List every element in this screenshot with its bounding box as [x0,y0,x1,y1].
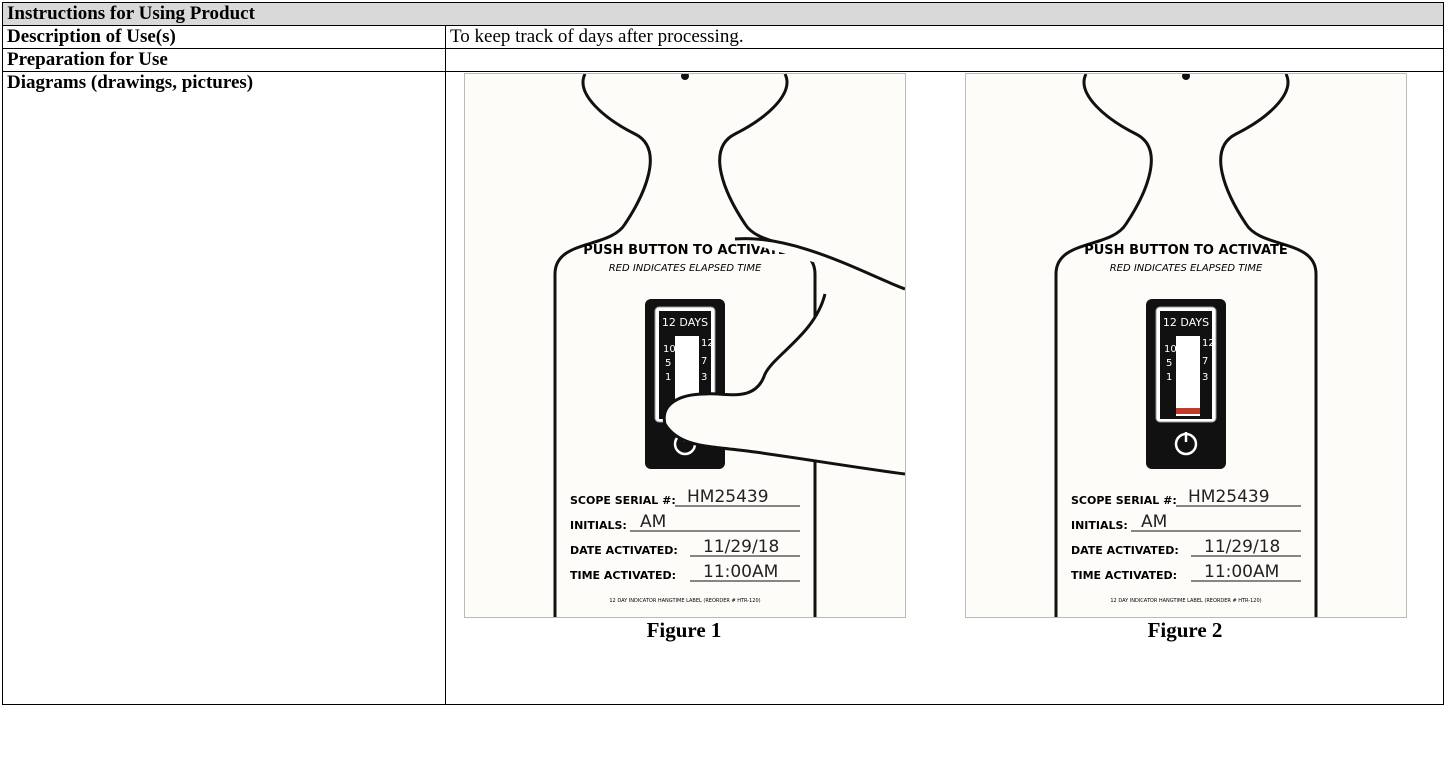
svg-text:11/29/18: 11/29/18 [703,537,779,557]
svg-text:DATE ACTIVATED:: DATE ACTIVATED: [1071,544,1179,557]
svg-text:AM: AM [640,512,666,532]
instructions-table: Instructions for Using Product Descripti… [2,2,1444,705]
figure-1-image: PUSH BUTTON TO ACTIVATE RED INDICATES EL… [464,73,906,618]
figure-1-window-title: 12 DAYS [662,316,708,329]
svg-text:10: 10 [663,344,676,355]
diagrams-label: Diagrams (drawings, pictures) [3,72,446,705]
preparation-value [446,49,1444,72]
svg-text:1: 1 [665,372,671,383]
preparation-label: Preparation for Use [3,49,446,72]
svg-text:3: 3 [1202,372,1208,383]
svg-text:12 DAY INDICATOR HANGTIME LABE: 12 DAY INDICATOR HANGTIME LABEL (REORDER… [1110,598,1261,604]
svg-text:HM25439: HM25439 [687,487,769,507]
svg-text:INITIALS:: INITIALS: [1071,519,1128,532]
figure-2-red-indicator [1176,408,1200,414]
figure-1-heading: PUSH BUTTON TO ACTIVATE [583,243,787,258]
svg-text:SCOPE SERIAL #:: SCOPE SERIAL #: [570,494,676,507]
svg-text:11:00AM: 11:00AM [1204,562,1279,582]
svg-text:AM: AM [1141,512,1167,532]
svg-text:7: 7 [1202,356,1208,367]
svg-text:5: 5 [665,358,671,369]
svg-text:1: 1 [1166,372,1172,383]
svg-text:HM25439: HM25439 [1188,487,1270,507]
figure-2-window-title: 12 DAYS [1163,316,1209,329]
figure-2-caption: Figure 2 [965,620,1405,641]
figure-2-heading: PUSH BUTTON TO ACTIVATE [1084,243,1288,258]
diagrams-cell: PUSH BUTTON TO ACTIVATE RED INDICATES EL… [446,72,1444,705]
svg-text:11:00AM: 11:00AM [703,562,778,582]
svg-text:12: 12 [701,338,714,349]
svg-text:5: 5 [1166,358,1172,369]
svg-text:3: 3 [701,372,707,383]
figure-1-caption: Figure 1 [464,620,904,641]
svg-text:SCOPE SERIAL #:: SCOPE SERIAL #: [1071,494,1177,507]
description-value: To keep track of days after processing. [446,26,1444,49]
svg-text:TIME ACTIVATED:: TIME ACTIVATED: [1071,569,1177,582]
figure-1-subheading: RED INDICATES ELAPSED TIME [609,263,762,274]
svg-text:11/29/18: 11/29/18 [1204,537,1280,557]
description-label: Description of Use(s) [3,26,446,49]
svg-text:12: 12 [1202,338,1215,349]
svg-text:7: 7 [701,356,707,367]
figure-2-subheading: RED INDICATES ELAPSED TIME [1110,263,1263,274]
svg-text:INITIALS:: INITIALS: [570,519,627,532]
svg-text:12 DAY INDICATOR HANGTIME LABE: 12 DAY INDICATOR HANGTIME LABEL (REORDER… [609,598,760,604]
svg-text:TIME ACTIVATED:: TIME ACTIVATED: [570,569,676,582]
figure-2-image: PUSH BUTTON TO ACTIVATE RED INDICATES EL… [965,73,1407,618]
svg-text:DATE ACTIVATED:: DATE ACTIVATED: [570,544,678,557]
table-header: Instructions for Using Product [3,3,1444,26]
svg-text:10: 10 [1164,344,1177,355]
